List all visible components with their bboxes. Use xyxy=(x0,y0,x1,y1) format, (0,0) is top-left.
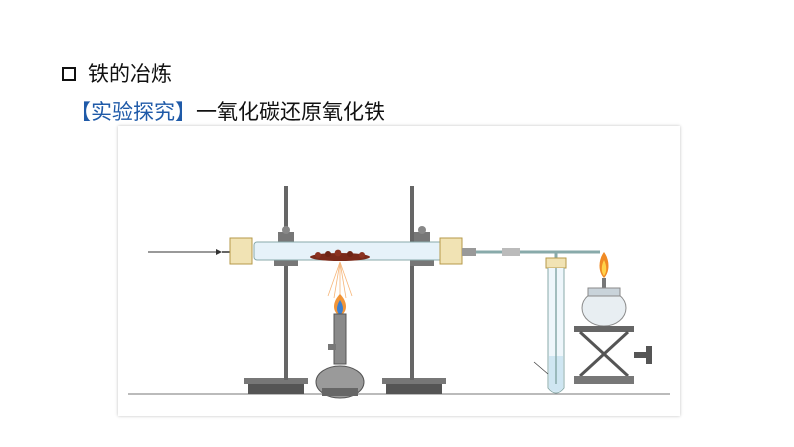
right-stand-base xyxy=(386,382,442,394)
square-bullet-icon xyxy=(62,67,76,81)
left-stand-rod xyxy=(284,186,288,380)
right-stand-base-top xyxy=(382,378,446,384)
left-rubber-stopper xyxy=(229,237,253,265)
experiment-heading: 【实验探究】一氧化碳还原氧化铁 xyxy=(70,96,385,126)
right-stand-rod xyxy=(410,186,414,380)
right-clamp-boss xyxy=(414,232,430,242)
co-reduction-apparatus-diagram xyxy=(128,186,670,399)
right-rubber-stopper xyxy=(439,237,463,265)
alcohol-lamp xyxy=(581,252,627,327)
outlet-connector xyxy=(462,248,476,256)
left-stand-base xyxy=(248,382,304,394)
left-clamp-screw xyxy=(282,226,290,234)
apparatus-figure xyxy=(118,126,680,416)
section-title: 铁的冶炼 xyxy=(88,62,172,86)
right-clamp-jaw xyxy=(410,258,434,266)
lab-jack xyxy=(574,326,652,384)
iron-oxide-powder xyxy=(310,249,370,261)
right-clamp-screw xyxy=(418,226,426,234)
gas-inlet-arrowhead xyxy=(216,249,222,255)
experiment-tag: 【实验探究】 xyxy=(70,100,196,124)
left-clamp-boss xyxy=(278,232,294,242)
rubber-connector xyxy=(502,248,520,256)
alcohol-blast-burner xyxy=(315,294,365,399)
left-clamp-jaw xyxy=(274,258,298,266)
left-stand-base-top xyxy=(244,378,308,384)
experiment-title: 一氧化碳还原氧化铁 xyxy=(196,100,385,124)
heat-glow-rays xyxy=(327,261,353,300)
limewater-test-tube xyxy=(533,257,567,394)
section-heading: 铁的冶炼 xyxy=(62,58,172,88)
